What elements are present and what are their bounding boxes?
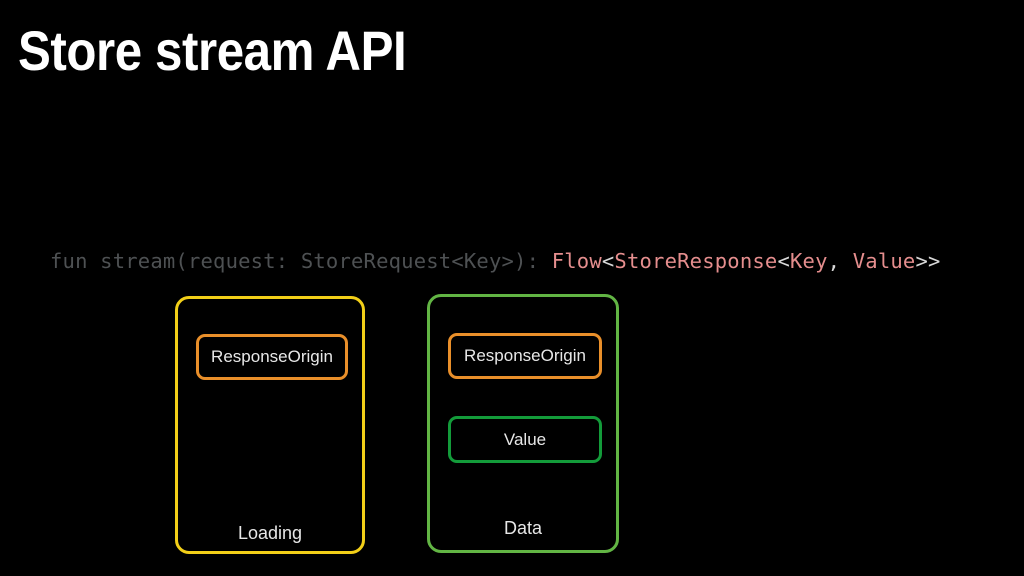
chip-response-origin: ResponseOrigin (196, 334, 348, 380)
code-type-key: Key (790, 249, 828, 273)
code-type-flow: Flow (551, 249, 602, 273)
code-dim-prefix: fun stream(request: StoreRequest<Key>) (50, 249, 527, 273)
chip-label: Value (503, 429, 547, 449)
code-comma: , (827, 249, 853, 273)
code-type-store-response: StoreResponse (614, 249, 778, 273)
code-angles-close: >> (915, 249, 941, 273)
page-title: Store stream API (18, 19, 407, 82)
response-box-loading: ResponseOrigin Loading (175, 296, 365, 554)
code-angle-open-1: < (601, 249, 615, 273)
chip-response-origin: ResponseOrigin (448, 333, 602, 379)
chip-value: Value (448, 416, 602, 463)
chip-label: ResponseOrigin (211, 347, 333, 366)
chip-label: ResponseOrigin (464, 346, 586, 365)
code-type-value: Value (852, 249, 916, 273)
box-caption-loading: Loading (237, 523, 303, 543)
code-angle-open-2: < (777, 249, 791, 273)
code-signature: fun stream(request: StoreRequest<Key>): … (50, 247, 941, 275)
response-box-data: ResponseOrigin Value Data (427, 294, 619, 553)
code-colon: : (526, 249, 552, 273)
box-caption-data: Data (503, 518, 543, 538)
